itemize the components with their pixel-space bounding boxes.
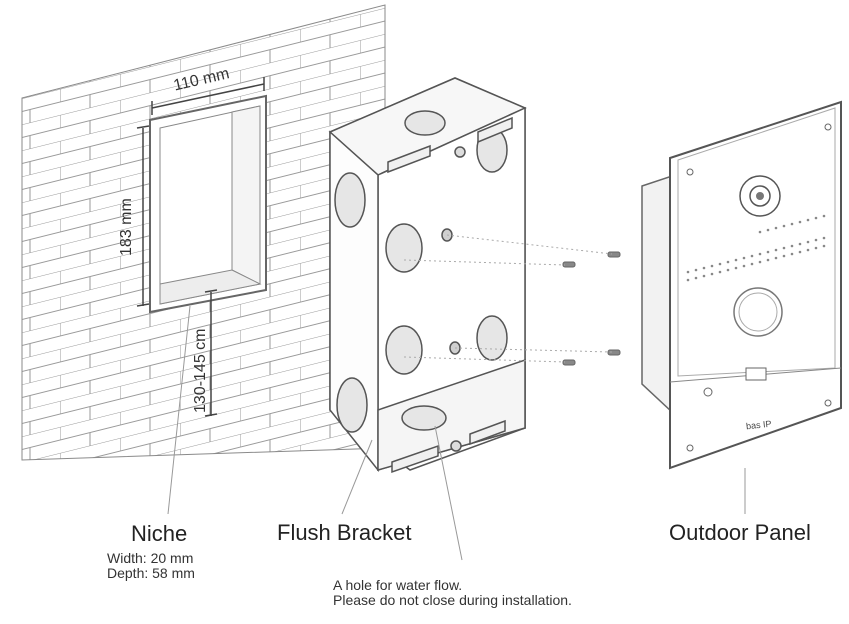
niche-height-dimension: 183 mm <box>118 198 135 256</box>
water-hole-note-line2: Please do not close during installation. <box>333 592 572 608</box>
screw-icons <box>562 251 621 366</box>
flush-bracket-title: Flush Bracket <box>277 520 412 545</box>
niche-title: Niche <box>131 521 188 546</box>
flush-bracket-box <box>328 77 527 474</box>
niche-depth-text: Depth: 58 mm <box>107 565 195 581</box>
niche-dimensions <box>136 77 265 417</box>
water-hole-note-line1: A hole for water flow. <box>333 577 463 593</box>
niche-opening <box>149 94 267 314</box>
niche-width-text: Width: 20 mm <box>107 550 194 566</box>
leader-lines <box>167 305 746 561</box>
alignment-lines <box>403 234 613 363</box>
floor-height-dimension: 130-145 cm <box>192 328 209 414</box>
outdoor-panel-title: Outdoor Panel <box>669 520 811 545</box>
outdoor-panel <box>641 100 842 470</box>
